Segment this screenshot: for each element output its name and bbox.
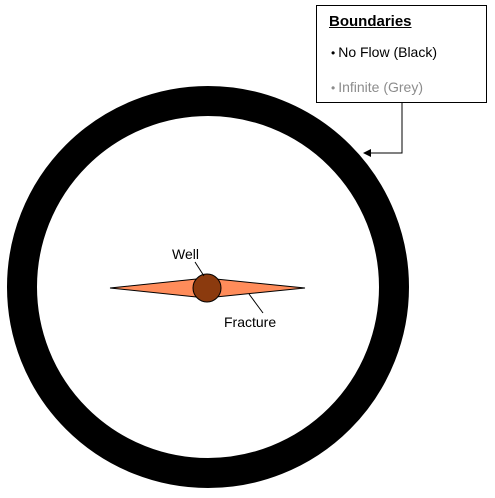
well-leader-line bbox=[194, 261, 205, 277]
legend-item-infinite: •Infinite (Grey) bbox=[331, 79, 423, 95]
legend-bullet: • bbox=[331, 81, 336, 95]
well-circle bbox=[192, 273, 222, 303]
legend-bullet: • bbox=[331, 46, 336, 60]
legend-connector-line bbox=[368, 103, 403, 154]
fracture-leader-line bbox=[248, 293, 264, 314]
no-flow-boundary-ring bbox=[7, 86, 409, 488]
legend-item-no-flow: •No Flow (Black) bbox=[331, 44, 437, 60]
legend-item-label: No Flow (Black) bbox=[338, 44, 437, 60]
legend-connector-arrowhead bbox=[363, 149, 371, 157]
legend-title: Boundaries bbox=[329, 13, 412, 30]
boundaries-legend: Boundaries •No Flow (Black) •Infinite (G… bbox=[316, 5, 487, 103]
well-label: Well bbox=[172, 246, 199, 262]
legend-item-label: Infinite (Grey) bbox=[338, 79, 424, 95]
fracture-label: Fracture bbox=[224, 314, 277, 330]
